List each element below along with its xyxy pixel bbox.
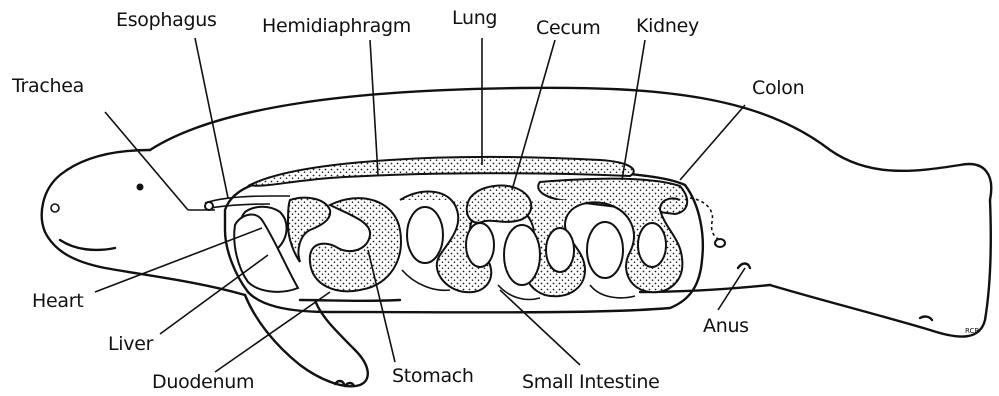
artist-signature: RCB xyxy=(965,327,979,335)
label-anus: Anus xyxy=(703,315,749,337)
label-colon: Colon xyxy=(752,77,804,99)
small-intestine xyxy=(400,192,682,300)
label-hemidiaphragm: Hemidiaphragm xyxy=(262,15,411,37)
label-lung: Lung xyxy=(452,7,497,29)
label-kidney: Kidney xyxy=(636,15,699,37)
label-cecum: Cecum xyxy=(536,17,600,39)
esophagus-tube xyxy=(205,196,290,203)
label-trachea: Trachea xyxy=(11,75,84,97)
cecum xyxy=(467,186,531,223)
label-heart: Heart xyxy=(32,290,83,312)
colon-terminal xyxy=(715,239,725,247)
label-small-intestine: Small Intestine xyxy=(522,371,659,393)
label-liver: Liver xyxy=(108,333,154,355)
label-stomach: Stomach xyxy=(392,365,474,387)
label-duodenum: Duodenum xyxy=(152,371,254,393)
trachea-opening xyxy=(205,202,213,210)
label-esophagus: Esophagus xyxy=(116,9,217,31)
